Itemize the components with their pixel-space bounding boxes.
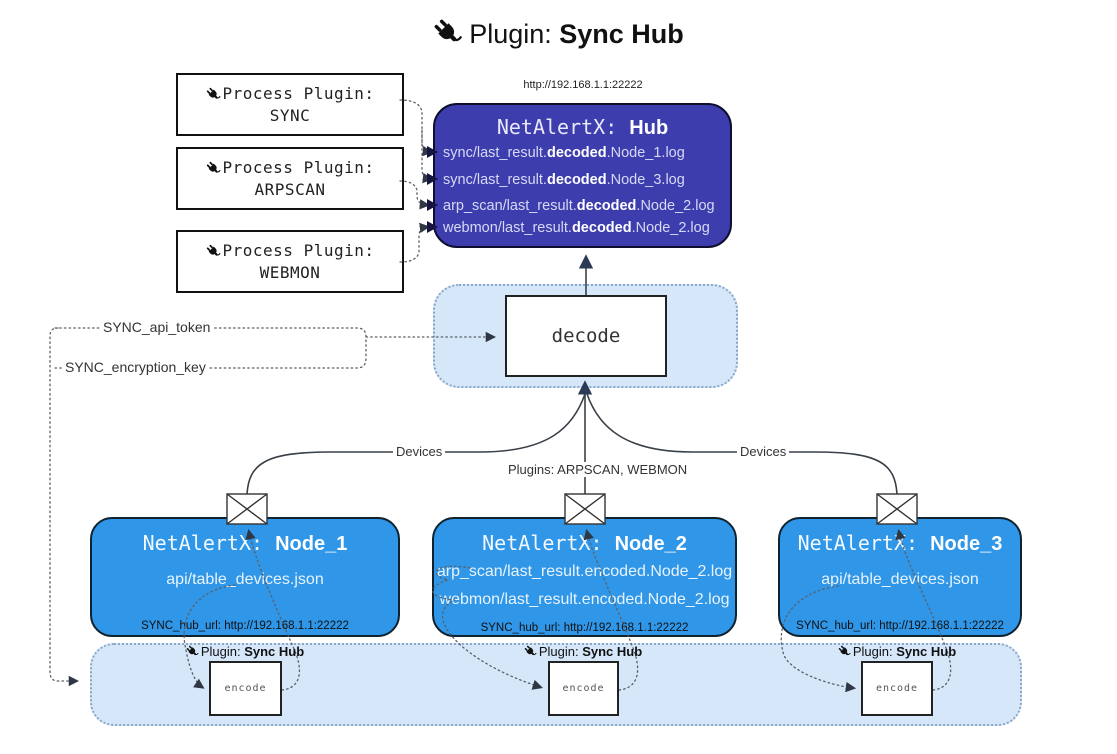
plugins-edge-label: Plugins: ARPSCAN, WEBMON	[505, 462, 691, 477]
hub-box: NetAlertX: Hub sync/last_result.decoded.…	[433, 103, 732, 248]
process-plugin-label: Process Plugin:	[206, 157, 375, 179]
node3-file: api/table_devices.json	[821, 571, 979, 588]
encoder1-label: Plugin: Sync Hub	[165, 644, 325, 659]
title-bold: Sync Hub	[559, 19, 684, 49]
plug-icon	[433, 18, 463, 48]
encoder3-label: Plugin: Sync Hub	[817, 644, 977, 659]
node-to-decode-curves	[246, 380, 898, 495]
node1-file: api/table_devices.json	[166, 571, 324, 588]
hub-title: NetAlertX: Hub	[496, 115, 669, 139]
process-to-hub-connectors	[399, 99, 434, 263]
node2-title: NetAlertX: Node_2	[482, 531, 687, 555]
plug-icon	[186, 645, 199, 658]
node2-file: arp_scan/last_result.encoded.Node_2.log	[436, 563, 733, 580]
process-plugin-name: WEBMON	[259, 262, 321, 282]
devices-edge-label-left: Devices	[393, 444, 446, 459]
devices-edge-label-right: Devices	[737, 444, 790, 459]
decode-box: decode	[505, 295, 667, 377]
plug-icon	[206, 244, 221, 259]
plug-icon	[206, 87, 221, 102]
title-prefix: Plugin:	[469, 19, 560, 49]
node3-box: NetAlertX: Node_3 api/table_devices.json…	[778, 517, 1022, 637]
plug-icon	[838, 645, 851, 658]
plug-icon	[206, 161, 221, 176]
node3-hub-url: SYNC_hub_url: http://192.168.1.1:22222	[796, 620, 1004, 632]
node2-hub-url: SYNC_hub_url: http://192.168.1.1:22222	[480, 622, 689, 634]
hub-log-entry: arp_scan/last_result.decoded.Node_2.log	[443, 198, 715, 214]
process-plugin-arpscan-box: Process Plugin: ARPSCAN	[176, 147, 404, 210]
process-plugin-webmon-box: Process Plugin: WEBMON	[176, 230, 404, 293]
encode2-box: encode	[548, 661, 619, 716]
process-plugin-label: Process Plugin:	[206, 240, 375, 262]
plug-icon	[524, 645, 537, 658]
hub-log-entry: sync/last_result.decoded.Node_3.log	[443, 172, 685, 188]
page-title: Plugin: Sync Hub	[0, 18, 1117, 50]
node3-title: NetAlertX: Node_3	[797, 531, 1003, 555]
sync-encryption-key-label: SYNC_encryption_key	[62, 359, 209, 375]
hub-log-entry: webmon/last_result.decoded.Node_2.log	[443, 220, 710, 236]
node2-file: webmon/last_result.encoded.Node_2.log	[439, 591, 730, 608]
node2-box: NetAlertX: Node_2 arp_scan/last_result.e…	[432, 517, 737, 637]
process-plugin-name: SYNC	[269, 105, 311, 125]
process-plugin-name: ARPSCAN	[254, 179, 326, 199]
process-plugin-sync-box: Process Plugin: SYNC	[176, 73, 404, 136]
node1-title: NetAlertX: Node_1	[142, 531, 348, 555]
encode1-box: encode	[209, 661, 282, 716]
encoder2-label: Plugin: Sync Hub	[503, 644, 663, 659]
node1-hub-url: SYNC_hub_url: http://192.168.1.1:22222	[141, 620, 349, 632]
hub-log-entry: sync/last_result.decoded.Node_1.log	[443, 145, 685, 161]
encode3-box: encode	[861, 661, 933, 716]
node1-box: NetAlertX: Node_1 api/table_devices.json…	[90, 517, 400, 637]
sync-api-token-label: SYNC_api_token	[100, 319, 214, 335]
process-plugin-label: Process Plugin:	[206, 83, 375, 105]
hub-url-label: http://192.168.1.1:22222	[523, 79, 643, 91]
